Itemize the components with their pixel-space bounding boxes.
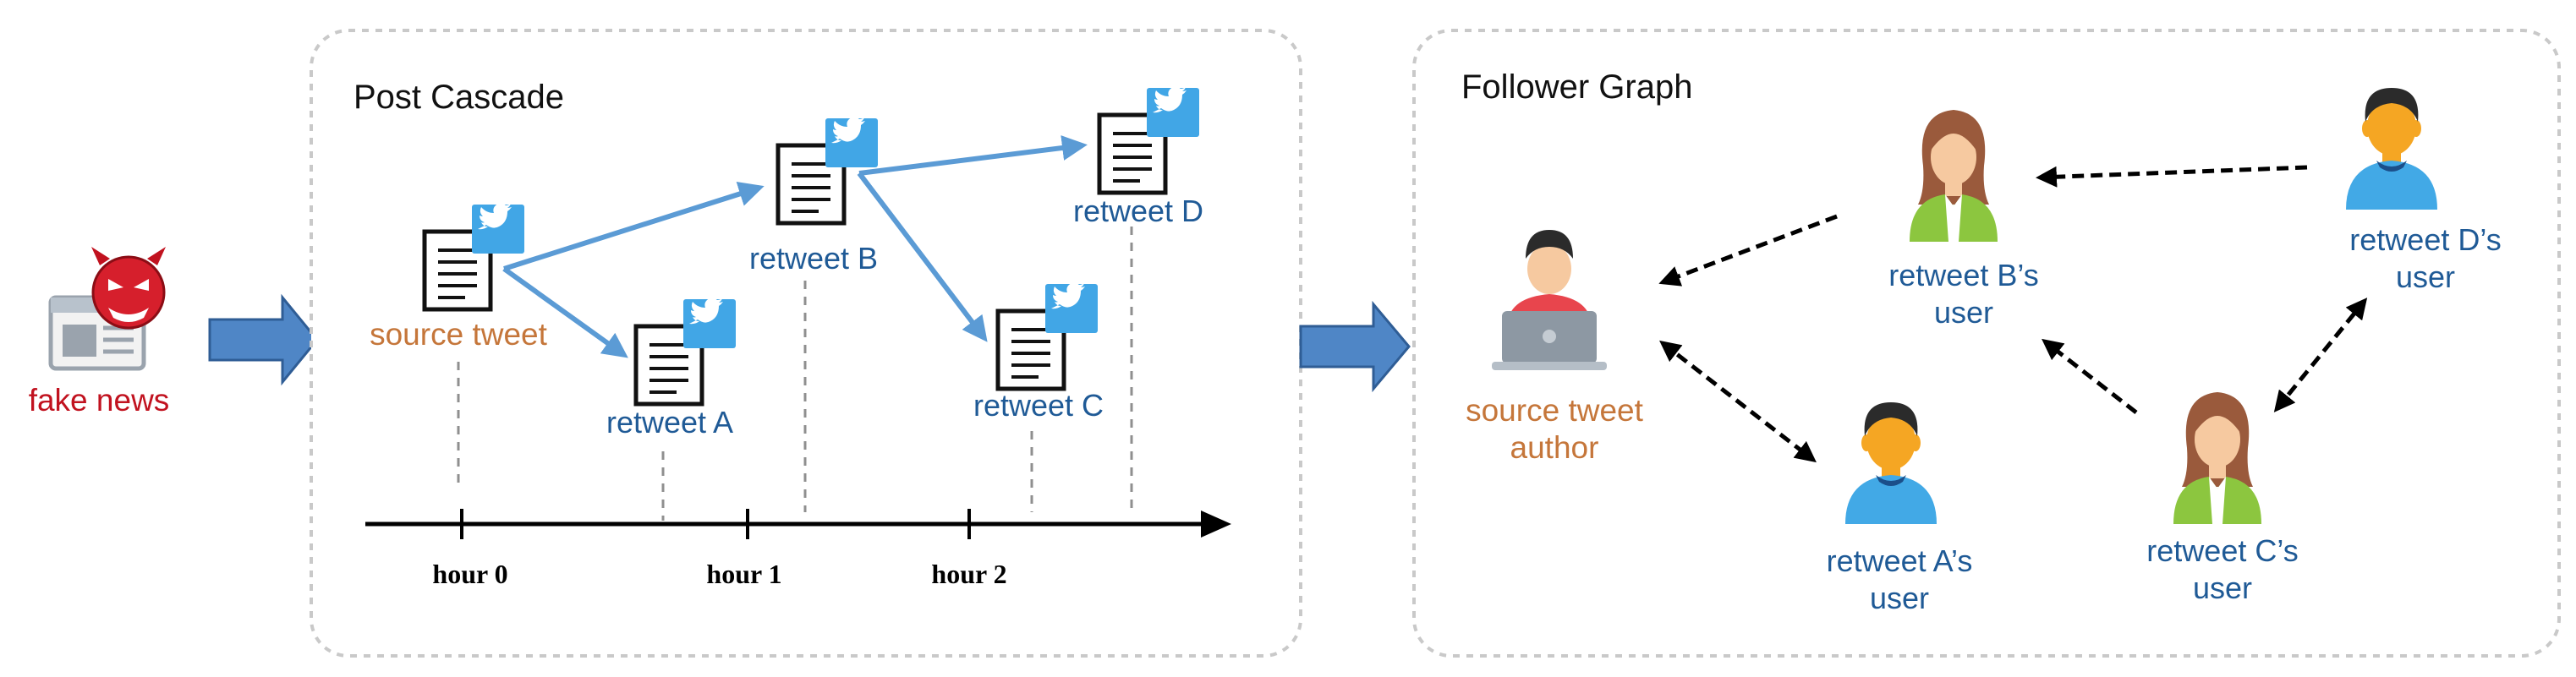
arrow-c-d xyxy=(2273,298,2368,412)
retweet-d-label: retweet D xyxy=(1073,194,1203,228)
follower-graph-panel xyxy=(1412,29,2561,658)
retweet-a-user-label-line2: user xyxy=(1870,581,1929,615)
retweet-c-user-label-line1: retweet C’s xyxy=(2146,533,2298,568)
follower-arrows xyxy=(1658,165,2368,463)
flow-arrow-2 xyxy=(1299,300,1411,393)
follower-graph-title: Follower Graph xyxy=(1461,68,1692,106)
cascade-arrows xyxy=(502,135,1088,358)
arrow-b-to-c xyxy=(857,172,988,342)
retweet-c-user-label-line2: user xyxy=(2193,571,2252,605)
retweet-b-user-label-line2: user xyxy=(1934,295,1993,330)
timeline-ticks xyxy=(460,509,971,539)
timeline-arrowhead xyxy=(1201,510,1231,538)
flow-arrow-1 xyxy=(208,293,319,386)
timeline-label-hour-1: hour 1 xyxy=(706,559,781,589)
fake-news-icon xyxy=(48,247,166,371)
retweet-d-user-label-line2: user xyxy=(2396,259,2455,294)
source-author-label-line2: author xyxy=(1510,430,1599,465)
retweet-a-label: retweet A xyxy=(606,405,733,440)
retweet-b-label: retweet B xyxy=(749,241,878,276)
arrow-source-to-a xyxy=(502,266,628,358)
source-author-label-line1: source tweet xyxy=(1466,393,1643,428)
retweet-a-user-label-line1: retweet A’s xyxy=(1827,543,1973,578)
arrow-author-a xyxy=(1659,340,1817,463)
arrow-b-to-d xyxy=(858,135,1088,176)
timeline-label-hour-2: hour 2 xyxy=(931,559,1006,589)
retweet-b-user-label-line1: retweet B’s xyxy=(1888,258,2038,292)
arrow-d-to-b xyxy=(2036,165,2308,188)
arrow-c-to-b xyxy=(2042,338,2138,414)
timeline-label-hour-0: hour 0 xyxy=(432,559,507,589)
arrow-source-to-b xyxy=(503,181,765,271)
retweet-d-user-label-line1: retweet D’s xyxy=(2349,222,2501,257)
source-tweet-label: source tweet xyxy=(370,317,547,352)
arrow-b-to-author xyxy=(1658,214,1838,287)
source-author-avatar xyxy=(1492,230,1607,370)
cascade-drop-lines xyxy=(457,227,1133,521)
post-cascade-title: Post Cascade xyxy=(354,79,564,116)
retweet-c-label: retweet C xyxy=(973,388,1104,423)
fake-news-label: fake news xyxy=(29,383,170,418)
